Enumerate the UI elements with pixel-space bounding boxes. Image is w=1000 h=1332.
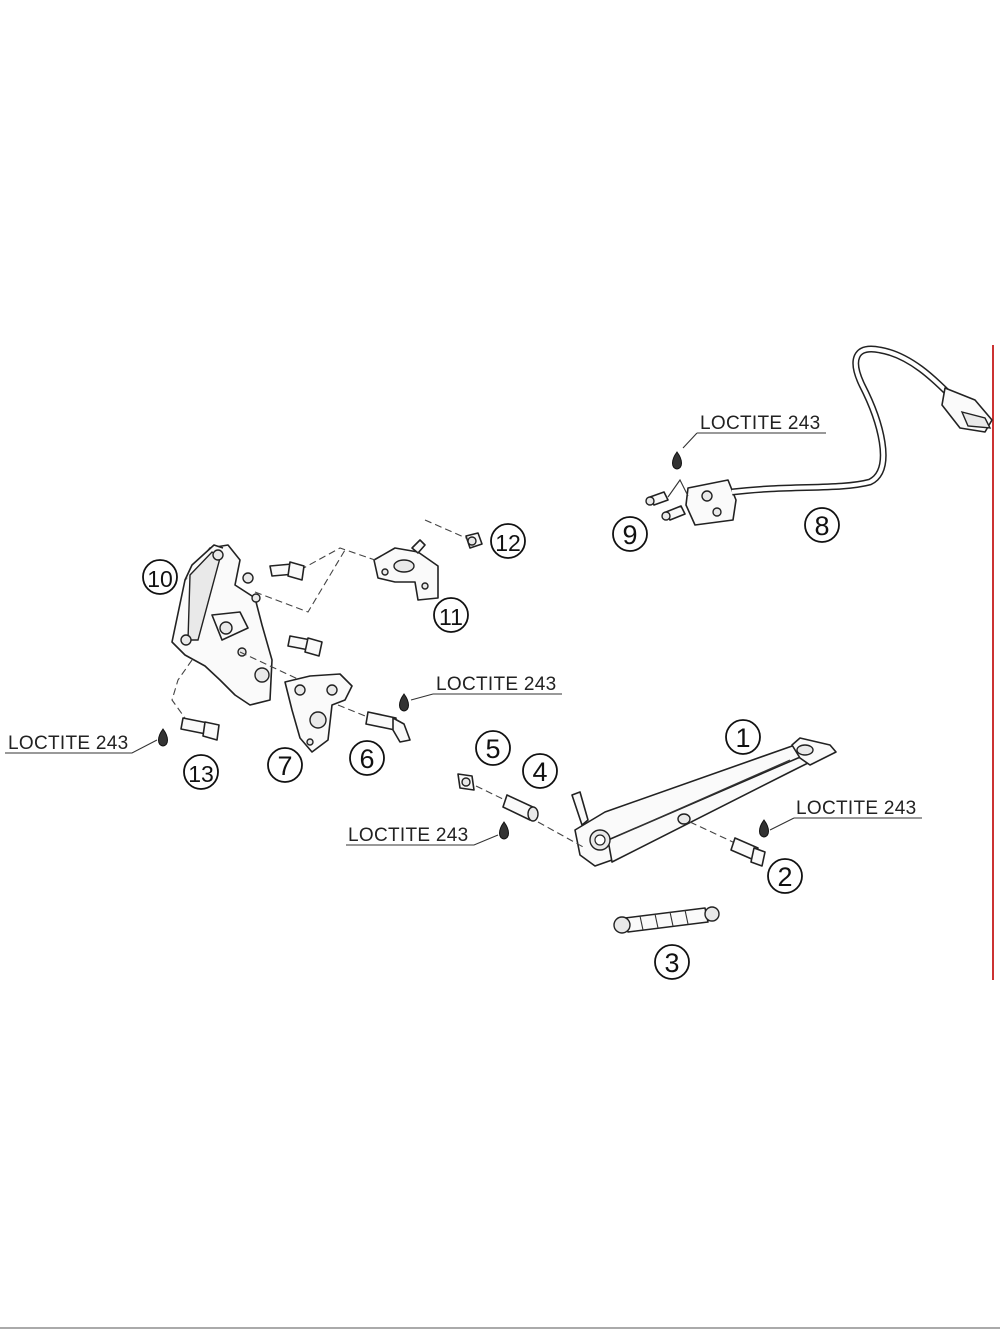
side-stand-leg bbox=[571, 737, 837, 867]
callout-10: 10 bbox=[142, 559, 178, 595]
main-mounting-bracket bbox=[171, 544, 273, 706]
callout-number: 4 bbox=[532, 757, 547, 787]
callout-7: 7 bbox=[267, 747, 303, 783]
loctite-label-text: LOCTITE 243 bbox=[436, 674, 557, 695]
assembly-line-4-1 bbox=[537, 821, 586, 849]
assembly-line-10-7 bbox=[239, 651, 301, 681]
assembly-line-11-bolt bbox=[299, 547, 376, 571]
bolt-13 bbox=[180, 717, 220, 741]
loctite-label-mid: LOCTITE 243 bbox=[410, 674, 562, 701]
assembly-line-1-2 bbox=[689, 821, 736, 844]
assembly-line-11-12 bbox=[424, 519, 467, 539]
callout-12: 12 bbox=[490, 523, 526, 559]
callout-4: 4 bbox=[522, 753, 558, 789]
loctite-label-text: LOCTITE 243 bbox=[8, 733, 129, 754]
guide-plate bbox=[284, 673, 353, 753]
loctite-label-center: LOCTITE 243 bbox=[346, 825, 499, 846]
loctite-label-left: LOCTITE 243 bbox=[5, 733, 158, 754]
pivot-bushing bbox=[502, 794, 539, 822]
callout-number: 1 bbox=[735, 723, 750, 753]
callout-5: 5 bbox=[475, 730, 511, 766]
callout-6: 6 bbox=[349, 740, 385, 776]
callout-number: 13 bbox=[188, 761, 214, 787]
callout-1: 1 bbox=[725, 719, 761, 755]
callout-number: 5 bbox=[485, 734, 500, 764]
callout-number: 2 bbox=[777, 862, 792, 892]
callout-11: 11 bbox=[433, 597, 469, 633]
loctite-label-top: LOCTITE 243 bbox=[682, 413, 826, 449]
loctite-label-right: LOCTITE 243 bbox=[769, 798, 922, 831]
return-spring bbox=[613, 906, 720, 934]
callout-2: 2 bbox=[767, 858, 803, 894]
bracket-bolts bbox=[269, 561, 323, 657]
loctite-drop-icon bbox=[672, 451, 682, 470]
assembly-line-13-10 bbox=[171, 659, 193, 719]
callout-8: 8 bbox=[804, 507, 840, 543]
bolt-6 bbox=[365, 711, 411, 743]
loctite-drop-icon bbox=[158, 728, 168, 747]
loctite-drop-icon bbox=[499, 821, 509, 840]
assembly-line-5-4 bbox=[475, 785, 506, 801]
loctite-label-text: LOCTITE 243 bbox=[796, 798, 917, 819]
nut-5 bbox=[457, 773, 475, 791]
nut-12 bbox=[465, 532, 483, 549]
callout-number: 6 bbox=[359, 744, 374, 774]
pivot-bolt-2 bbox=[730, 837, 766, 867]
callout-3: 3 bbox=[654, 944, 690, 980]
side-stand-switch-harness bbox=[685, 345, 993, 526]
callout-number: 10 bbox=[147, 566, 173, 592]
callout-number: 3 bbox=[664, 948, 679, 978]
callout-number: 7 bbox=[277, 751, 292, 781]
loctite-label-text: LOCTITE 243 bbox=[348, 825, 469, 846]
switch-bracket bbox=[373, 539, 439, 601]
loctite-label-text: LOCTITE 243 bbox=[700, 413, 821, 434]
loctite-drop-icon bbox=[759, 819, 769, 838]
callout-number: 8 bbox=[814, 511, 829, 541]
loctite-drop-icon bbox=[399, 693, 409, 712]
assembly-line-11-10 bbox=[254, 549, 346, 613]
callout-number: 11 bbox=[439, 604, 463, 630]
callout-9: 9 bbox=[612, 516, 648, 552]
callout-number: 12 bbox=[495, 530, 521, 556]
switch-screws bbox=[645, 478, 689, 521]
callout-number: 9 bbox=[622, 520, 637, 550]
callout-13: 13 bbox=[183, 754, 219, 790]
